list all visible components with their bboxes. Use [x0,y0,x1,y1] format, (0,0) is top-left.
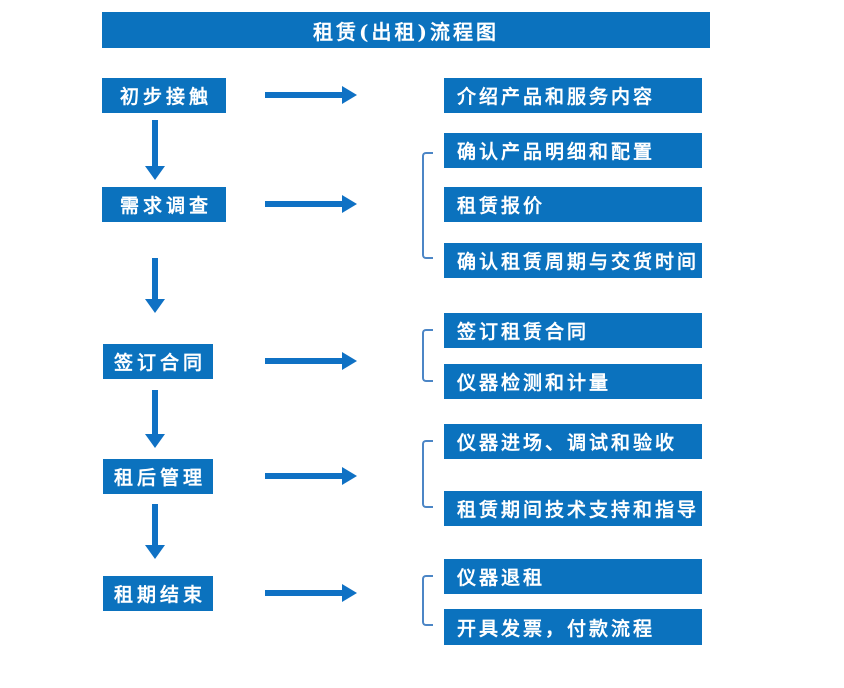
flow-arrow-down-1 [145,120,165,180]
group-bracket-demand-survey [422,152,433,259]
detail-box-rental-tech-support: 租赁期间技术支持和指导 [444,491,702,526]
arrow-shaft [265,590,342,596]
flow-arrow-right-1 [265,86,357,104]
detail-box-rental-quote: 租赁报价 [444,187,702,222]
arrow-shaft [265,201,342,207]
flow-arrow-down-3 [145,390,165,448]
flowchart-title: 租赁(出租)流程图 [313,19,499,44]
arrow-head-icon [342,467,357,485]
flow-arrow-right-2 [265,195,357,213]
flow-arrow-right-5 [265,584,357,602]
arrow-head-icon [145,299,165,313]
detail-box-instrument-return: 仪器退租 [444,559,702,594]
arrow-head-icon [342,195,357,213]
arrow-shaft [152,120,158,166]
arrow-head-icon [342,352,357,370]
flow-arrow-down-4 [145,504,165,559]
detail-box-invoice-payment: 开具发票，付款流程 [444,609,702,645]
step-box-sign-contract: 签订合同 [103,344,213,379]
flow-arrow-right-3 [265,352,357,370]
flow-arrow-down-2 [145,258,165,313]
arrow-shaft [265,92,342,98]
step-box-demand-survey: 需求调查 [102,187,226,222]
step-box-post-rental-management: 租后管理 [103,459,213,494]
detail-box-instrument-testing-calibration: 仪器检测和计量 [444,364,702,399]
detail-box-introduce-products-services: 介绍产品和服务内容 [444,78,702,113]
flow-arrow-right-4 [265,467,357,485]
flowchart-title-bar: 租赁(出租)流程图 [102,12,710,48]
group-bracket-lease-end [422,575,433,626]
detail-box-confirm-product-details: 确认产品明细和配置 [444,133,702,168]
detail-box-instrument-delivery-acceptance: 仪器进场、调试和验收 [444,424,702,459]
detail-box-sign-rental-contract: 签订租赁合同 [444,313,702,348]
arrow-head-icon [342,584,357,602]
arrow-shaft [265,358,342,364]
arrow-shaft [152,390,158,434]
arrow-shaft [152,504,158,545]
step-box-initial-contact: 初步接触 [102,78,226,113]
arrow-shaft [265,473,342,479]
arrow-head-icon [145,434,165,448]
detail-box-confirm-rental-period-delivery: 确认租赁周期与交货时间 [444,243,702,278]
arrow-head-icon [145,166,165,180]
group-bracket-post-rental [422,440,433,508]
step-box-lease-end: 租期结束 [103,576,213,611]
group-bracket-sign-contract [422,329,433,382]
arrow-shaft [152,258,158,299]
arrow-head-icon [145,545,165,559]
arrow-head-icon [342,86,357,104]
